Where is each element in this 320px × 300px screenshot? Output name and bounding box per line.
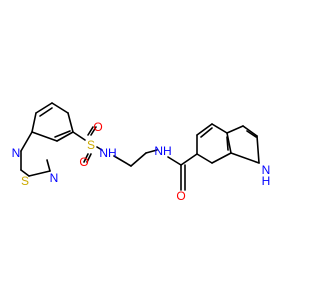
bond-line <box>90 126 97 136</box>
bond-line <box>28 170 51 177</box>
bond-line <box>67 112 74 133</box>
bond-line <box>113 155 132 167</box>
bond-line <box>246 130 257 138</box>
atom-n-thiadiazole-lower: N <box>50 171 59 185</box>
bond-line <box>196 123 213 136</box>
atom-nh-amide: NH <box>154 144 171 158</box>
atom-o-carbonyl: O <box>176 189 185 203</box>
bond-line <box>145 149 158 154</box>
bond-line <box>20 169 30 177</box>
bond-line <box>167 156 182 166</box>
bond-line <box>180 153 198 166</box>
bond-line <box>226 125 244 134</box>
bond-line <box>46 159 51 172</box>
bond-line <box>56 131 74 142</box>
bond-line <box>39 107 53 117</box>
atom-labels: O O S NH N S N NH O H N <box>12 120 271 203</box>
bond-line <box>226 136 229 151</box>
atom-o-sulfonyl-top: O <box>93 120 102 134</box>
atom-n-thiadiazole-upper: N <box>12 146 21 160</box>
bond-line <box>51 102 69 114</box>
bond-line <box>31 131 58 142</box>
atom-h-indole: H <box>262 174 271 188</box>
bond-line <box>130 152 147 167</box>
bond-line <box>87 126 94 136</box>
bond-line <box>211 152 232 164</box>
bond-line <box>211 123 228 134</box>
atom-n-indole: N <box>262 163 271 177</box>
atom-nh-sulfonamide: NH <box>99 146 116 160</box>
atom-s-sulfonyl: S <box>87 138 95 152</box>
bond-line <box>54 130 71 138</box>
bond-line <box>226 132 232 154</box>
bond-line <box>72 131 86 141</box>
bond-lines <box>20 102 260 191</box>
molecule-structure-diagram: O O S NH N S N NH O H N <box>12 102 271 203</box>
bond-line <box>200 127 213 138</box>
bond-line <box>35 102 53 114</box>
bond-line <box>230 152 260 164</box>
bond-line <box>20 131 33 152</box>
bond-line <box>256 135 260 164</box>
atom-s-thiadiazole: S <box>21 174 29 188</box>
bond-line <box>196 153 213 164</box>
bond-line <box>83 153 89 163</box>
bond-line <box>86 153 92 163</box>
atom-o-sulfonyl-bottom: O <box>79 155 88 169</box>
bond-line <box>31 112 37 133</box>
bond-line <box>96 146 103 151</box>
bond-line <box>242 125 258 137</box>
